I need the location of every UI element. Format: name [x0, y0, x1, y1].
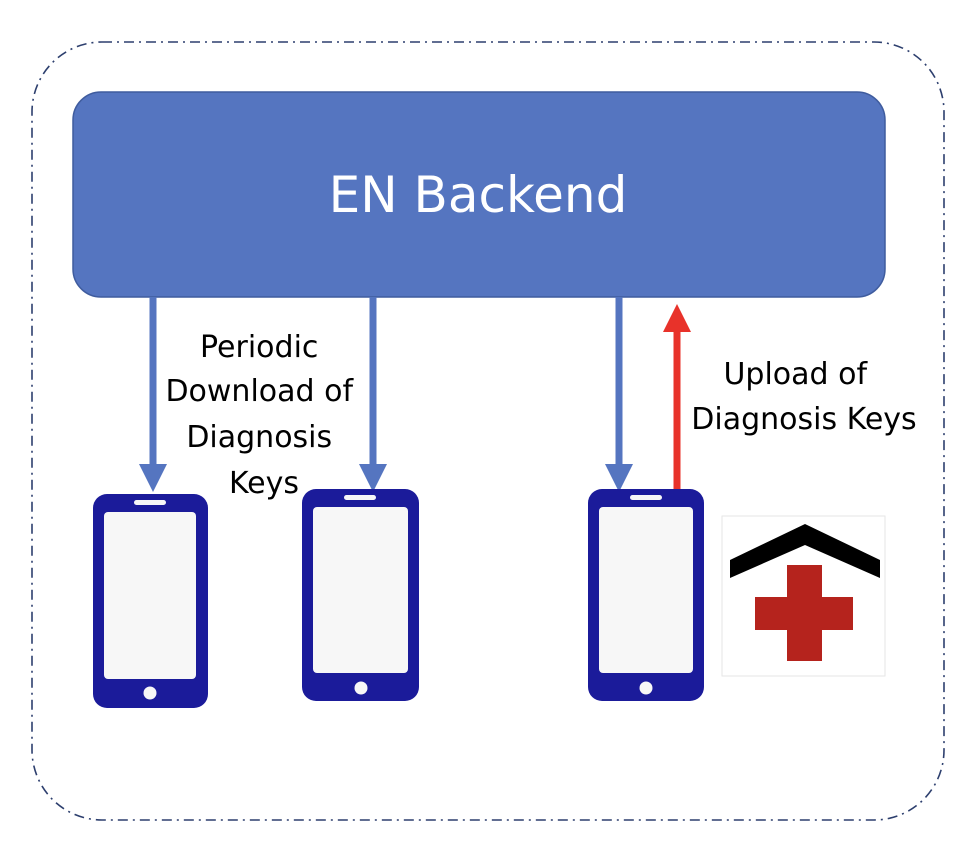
smartphone-icon	[302, 489, 419, 701]
upload-note: Upload of Diagnosis Keys	[691, 357, 916, 437]
upload-note-line-1: Upload of	[723, 357, 868, 392]
smartphone-icon	[93, 494, 208, 708]
backend-rect	[72, 91, 886, 298]
download-note-line-3: Diagnosis	[186, 420, 332, 455]
hospital-cross-horizontal	[755, 597, 853, 630]
backend-label: EN Backend	[329, 166, 628, 224]
download-note-line-2: Download of	[165, 374, 354, 409]
download-note: Periodic Download of Diagnosis Keys	[165, 330, 362, 501]
hospital-icon	[721, 515, 886, 677]
smartphone-icon	[588, 489, 704, 701]
hospital-roof	[730, 524, 880, 578]
upload-note-line-2: Diagnosis Keys	[691, 402, 916, 437]
backend-box: EN Backend	[72, 91, 886, 298]
download-note-line-1: Periodic	[200, 330, 318, 365]
download-note-line-4: Keys	[229, 466, 299, 501]
